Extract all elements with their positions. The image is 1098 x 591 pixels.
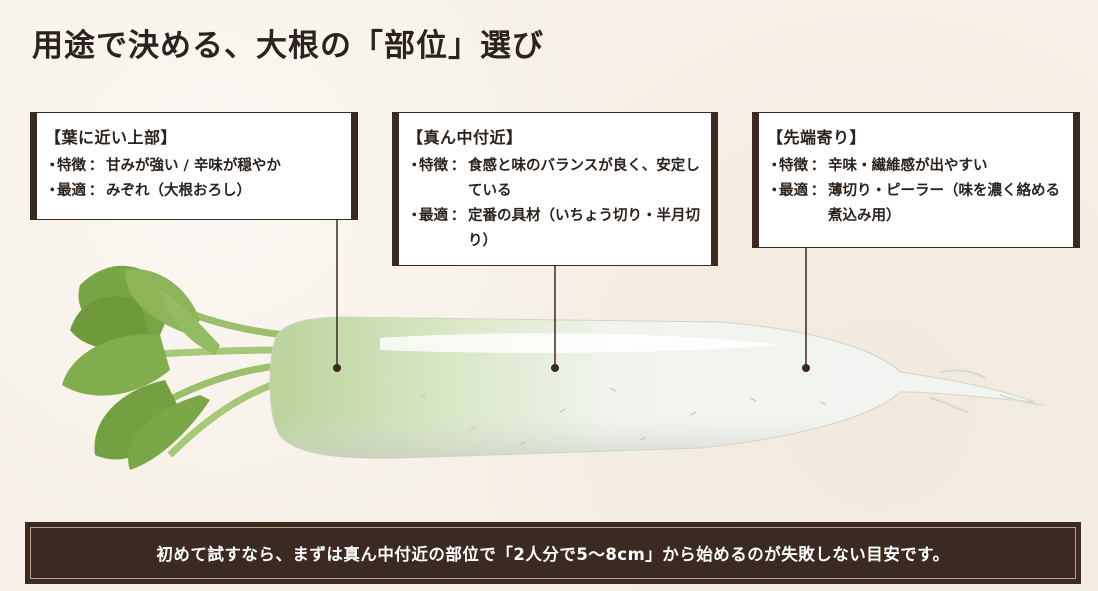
radish-root-hair [939,369,986,379]
use-row: ・ 最適 ： 薄切り・ピーラー（味を濃く絡める煮込み用） [767,179,1065,229]
bullet-icon: ・ [45,183,60,199]
radish-texture [329,387,827,446]
radish-shade [269,317,900,459]
feature-label: 特徴 [57,158,86,174]
footer-banner: 初めて試すなら、まずは真ん中付近の部位で「2人分で5～8cm」から始めるのが失敗… [25,522,1081,584]
callout-top-part: 【葉に近い上部】 ・ 特徴 ： 甘みが強い / 辛味が穏やか ・ 最適 ： みぞ… [30,112,358,220]
bullet-icon: ・ [767,183,782,199]
leaf [160,290,220,355]
use-row: ・ 最適 ： みぞれ（大根おろし） [45,179,343,204]
use-text: 定番の具材（いちょう切り・半月切り） [468,208,700,249]
feature-row: ・ 特徴 ： 辛味・繊維感が出やすい [767,154,1065,179]
use-label: 最適 [57,183,86,199]
feature-label: 特徴 [419,158,448,174]
leader-dot-top [333,364,341,372]
feature-text: 食感と味のバランスが良く、安定している [468,158,700,199]
feature-row: ・ 特徴 ： 甘みが強い / 辛味が穏やか [45,154,343,179]
use-row: ・ 最適 ： 定番の具材（いちょう切り・半月切り） [407,204,703,254]
radish-highlight [380,333,780,353]
callout-tip-part: 【先端寄り】 ・ 特徴 ： 辛味・繊維感が出やすい ・ 最適 ： 薄切り・ピーラ… [752,112,1080,248]
footer-text: 初めて試すなら、まずは真ん中付近の部位で「2人分で5～8cm」から始めるのが失敗… [30,527,1076,579]
bullet-icon: ・ [407,208,422,224]
page-title: 用途で決める、大根の「部位」選び [32,28,544,64]
radish-root-hair [999,394,1046,406]
leader-dot-tip [802,364,810,372]
callout-heading: 【真ん中付近】 [407,128,523,147]
callout-middle-part: 【真ん中付近】 ・ 特徴 ： 食感と味のバランスが良く、安定している ・ 最適 … [392,112,718,266]
bullet-icon: ・ [407,158,422,174]
use-text: 薄切り・ピーラー（味を濃く絡める煮込み用） [828,183,1060,224]
use-label: 最適 [779,183,808,199]
use-label: 最適 [419,208,448,224]
radish-root-hair [929,397,969,413]
leaf [128,395,210,470]
bullet-icon: ・ [45,158,60,174]
callout-heading: 【葉に近い上部】 [45,128,178,147]
feature-label: 特徴 [779,158,808,174]
leaf-cluster [62,265,287,470]
leaf [62,334,170,396]
feature-text: 辛味・繊維感が出やすい [828,158,988,174]
leader-dot-mid [551,364,559,372]
use-text: みぞれ（大根おろし） [106,183,251,199]
feature-text: 甘みが強い / 辛味が穏やか [106,158,281,174]
leaf [94,380,180,460]
bullet-icon: ・ [767,158,782,174]
feature-row: ・ 特徴 ： 食感と味のバランスが良く、安定している [407,154,703,204]
callout-heading: 【先端寄り】 [767,128,867,147]
